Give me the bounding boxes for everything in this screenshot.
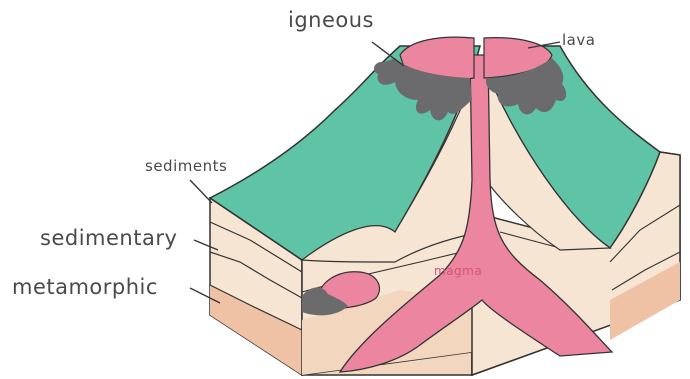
metamorphic-label: metamorphic xyxy=(12,275,158,299)
igneous-label: igneous xyxy=(288,8,374,32)
lava-label: lava xyxy=(562,31,595,49)
magma-label: magma xyxy=(434,264,482,278)
sediments-callout-line xyxy=(190,180,212,203)
sediments-label: sediments xyxy=(145,157,227,175)
sedimentary-label: sedimentary xyxy=(40,226,177,250)
